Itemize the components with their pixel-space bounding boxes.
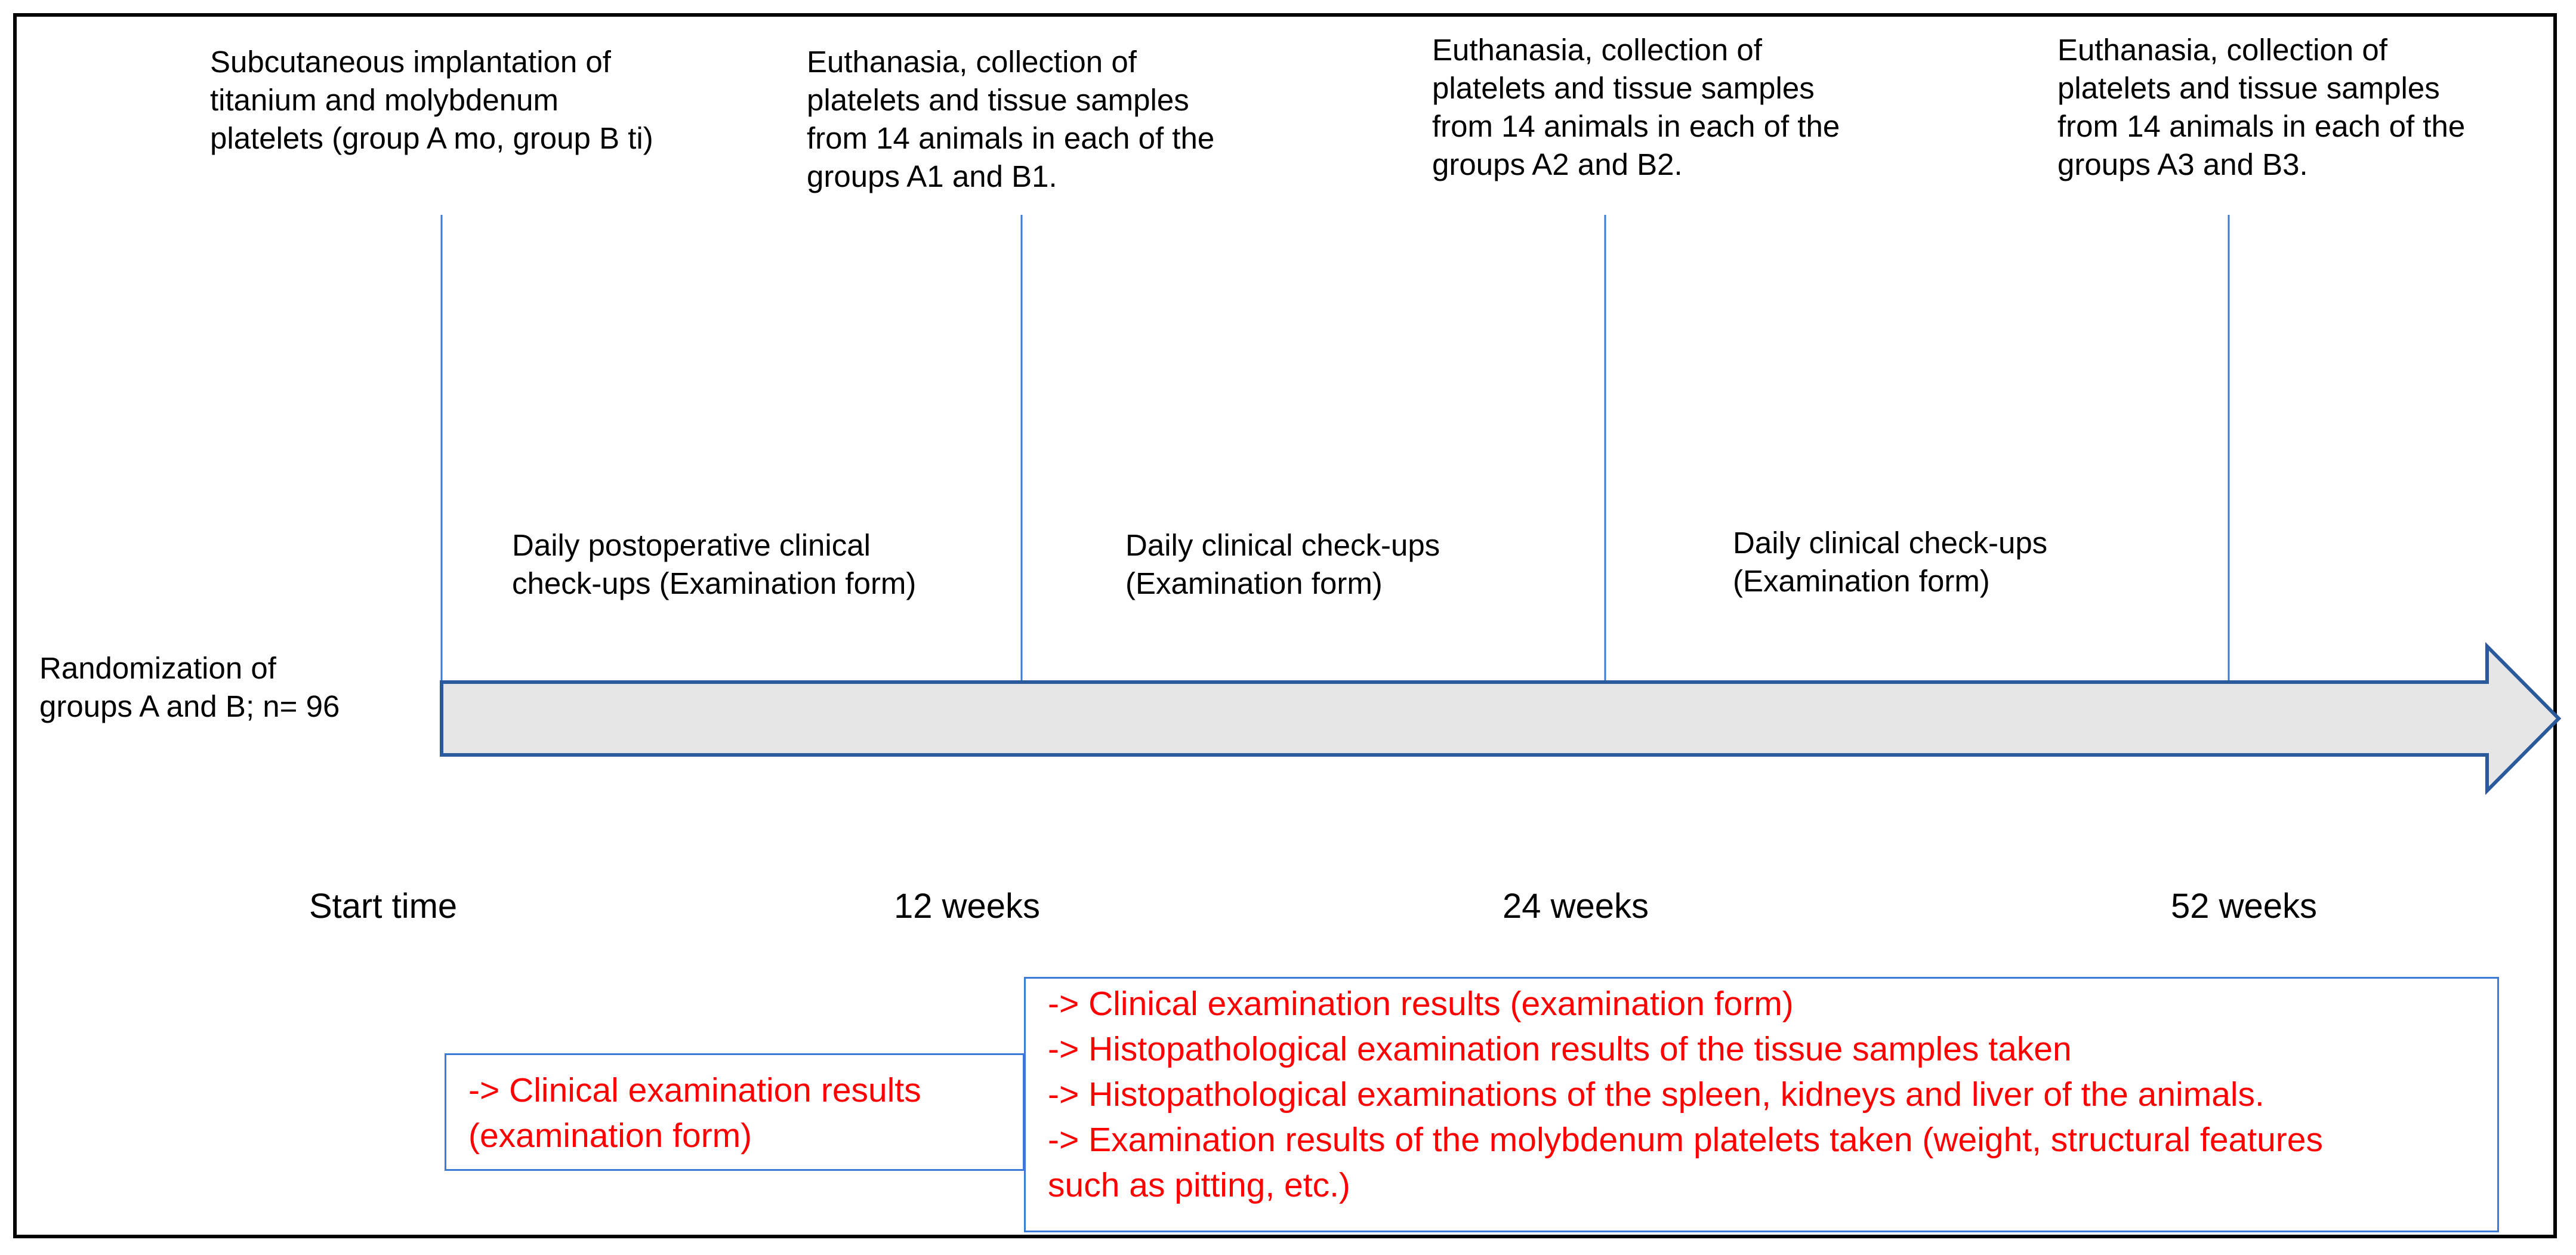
phase-clinical-checkups-1: Daily clinical check-ups (Examination fo… — [1125, 526, 1440, 603]
results-end-text: -> Clinical examination results (examina… — [1048, 981, 2323, 1208]
event-line: groups A1 and B1. — [807, 159, 1057, 193]
event-line: Subcutaneous implantation of — [210, 45, 611, 79]
event-euthanasia-52-weeks: Euthanasia, collection of platelets and … — [2057, 31, 2465, 184]
event-line: from 14 animals in each of the — [2057, 109, 2466, 143]
event-line: titanium and molybdenum — [210, 83, 559, 117]
event-implantation: Subcutaneous implantation of titanium an… — [210, 43, 653, 158]
phase-clinical-checkups-2: Daily clinical check-ups (Examination fo… — [1733, 524, 2047, 600]
phase-line: (Examination form) — [1125, 566, 1383, 600]
randomization-line: groups A and B; n= 96 — [39, 689, 340, 723]
result-line: -> Clinical examination results — [468, 1071, 921, 1109]
result-line: -> Clinical examination results (examina… — [1048, 985, 1794, 1023]
event-line: groups A2 and B2. — [1432, 147, 1683, 181]
timepoint-12-weeks: 12 weeks — [894, 887, 1041, 926]
event-line: from 14 animals in each of the — [1432, 109, 1840, 143]
event-line: groups A3 and B3. — [2057, 147, 2308, 181]
event-line: Euthanasia, collection of — [2057, 33, 2387, 67]
result-line: -> Histopathological examination results… — [1048, 1030, 2072, 1068]
event-euthanasia-24-weeks: Euthanasia, collection of platelets and … — [1432, 31, 1840, 184]
timepoint-start: Start time — [309, 887, 458, 926]
event-line: platelets and tissue samples — [1432, 71, 1815, 105]
event-line: Euthanasia, collection of — [1432, 33, 1762, 67]
results-box-euthanasia: -> Clinical examination results (examina… — [1024, 977, 2499, 1232]
results-start-text: -> Clinical examination results (examina… — [468, 1068, 921, 1158]
phase-line: Daily clinical check-ups — [1733, 526, 2048, 560]
diagram-frame — [13, 13, 2557, 1238]
phase-line: (Examination form) — [1733, 564, 1990, 598]
event-euthanasia-12-weeks: Euthanasia, collection of platelets and … — [807, 43, 1214, 196]
result-line: -> Histopathological examinations of the… — [1048, 1075, 2265, 1114]
timeline-arrow — [440, 642, 2562, 795]
result-line: (examination form) — [468, 1117, 752, 1155]
event-line: from 14 animals in each of the — [807, 121, 1215, 155]
phase-line: Daily clinical check-ups — [1125, 528, 1440, 562]
phase-postoperative-checkups: Daily postoperative clinical check-ups (… — [512, 526, 916, 603]
randomization-label: Randomization of groups A and B; n= 96 — [39, 649, 340, 726]
phase-line: check-ups (Examination form) — [512, 566, 917, 600]
event-line: platelets (group A mo, group B ti) — [210, 121, 653, 155]
results-box-start: -> Clinical examination results (examina… — [445, 1053, 1025, 1171]
phase-line: Daily postoperative clinical — [512, 528, 871, 562]
event-line: Euthanasia, collection of — [807, 45, 1137, 79]
randomization-line: Randomization of — [39, 651, 276, 685]
timepoint-52-weeks: 52 weeks — [2171, 887, 2318, 926]
result-line: such as pitting, etc.) — [1048, 1166, 1350, 1204]
timepoint-24-weeks: 24 weeks — [1503, 887, 1649, 926]
result-line: -> Examination results of the molybdenum… — [1048, 1121, 2323, 1159]
event-line: platelets and tissue samples — [807, 83, 1189, 117]
event-line: platelets and tissue samples — [2057, 71, 2440, 105]
